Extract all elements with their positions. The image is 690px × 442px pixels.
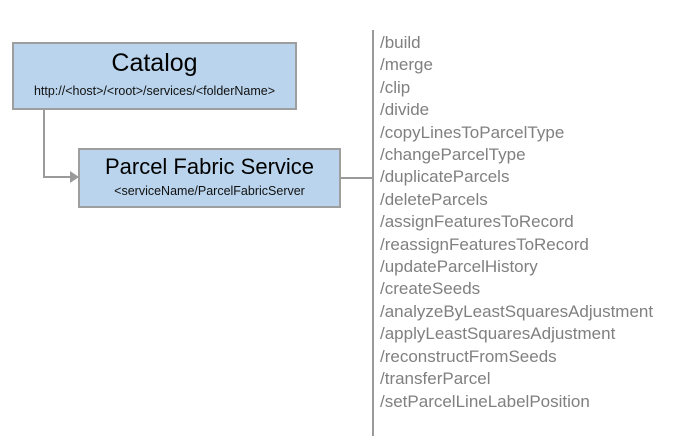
operation-item: /build	[380, 33, 421, 52]
operation-item: /transferParcel	[380, 369, 491, 389]
node-service-subtitle: <serviceName/ParcelFabricServer	[114, 184, 305, 199]
operation-item: /changeParcelType	[380, 145, 526, 165]
operation-item: /reconstructFromSeeds	[380, 346, 557, 366]
node-service-title: Parcel Fabric Service	[104, 154, 315, 179]
operation-item: /createSeeds	[380, 279, 481, 299]
operation-item: /clip	[380, 77, 411, 97]
node-catalog-title: Catalog	[111, 49, 198, 77]
node-parcel-fabric-service: Parcel Fabric Service <serviceName/Parce…	[78, 148, 341, 208]
operation-item: /deleteParcels	[380, 189, 488, 209]
operation-item: /assignFeaturesToRecord	[380, 212, 574, 232]
operation-item: /reassignFeaturesToRecord	[380, 234, 589, 254]
connector-service-to-operations	[341, 177, 374, 179]
arrowhead-icon	[70, 171, 79, 183]
operations-divider-line	[372, 30, 374, 436]
node-catalog: Catalog http://<host>/<root>/services/<f…	[12, 42, 297, 110]
operation-item: /setParcelLineLabelPosition	[380, 391, 590, 411]
operation-item: /applyLeastSquaresAdjustment	[380, 324, 616, 344]
connector-catalog-to-service-vertical	[43, 110, 45, 178]
operation-item: /merge	[380, 55, 433, 75]
operation-item: /copyLinesToParcelType	[380, 122, 565, 142]
operation-item: /updateParcelHistory	[380, 257, 538, 277]
operations-list: /build/merge/clip/divide/copyLinesToParc…	[380, 32, 686, 413]
connector-catalog-to-service-horizontal	[43, 176, 72, 178]
operation-item: /duplicateParcels	[380, 167, 510, 187]
operation-item: /analyzeByLeastSquaresAdjustment	[380, 301, 654, 321]
node-catalog-subtitle: http://<host>/<root>/services/<folderNam…	[33, 83, 276, 98]
operation-item: /divide	[380, 100, 430, 120]
